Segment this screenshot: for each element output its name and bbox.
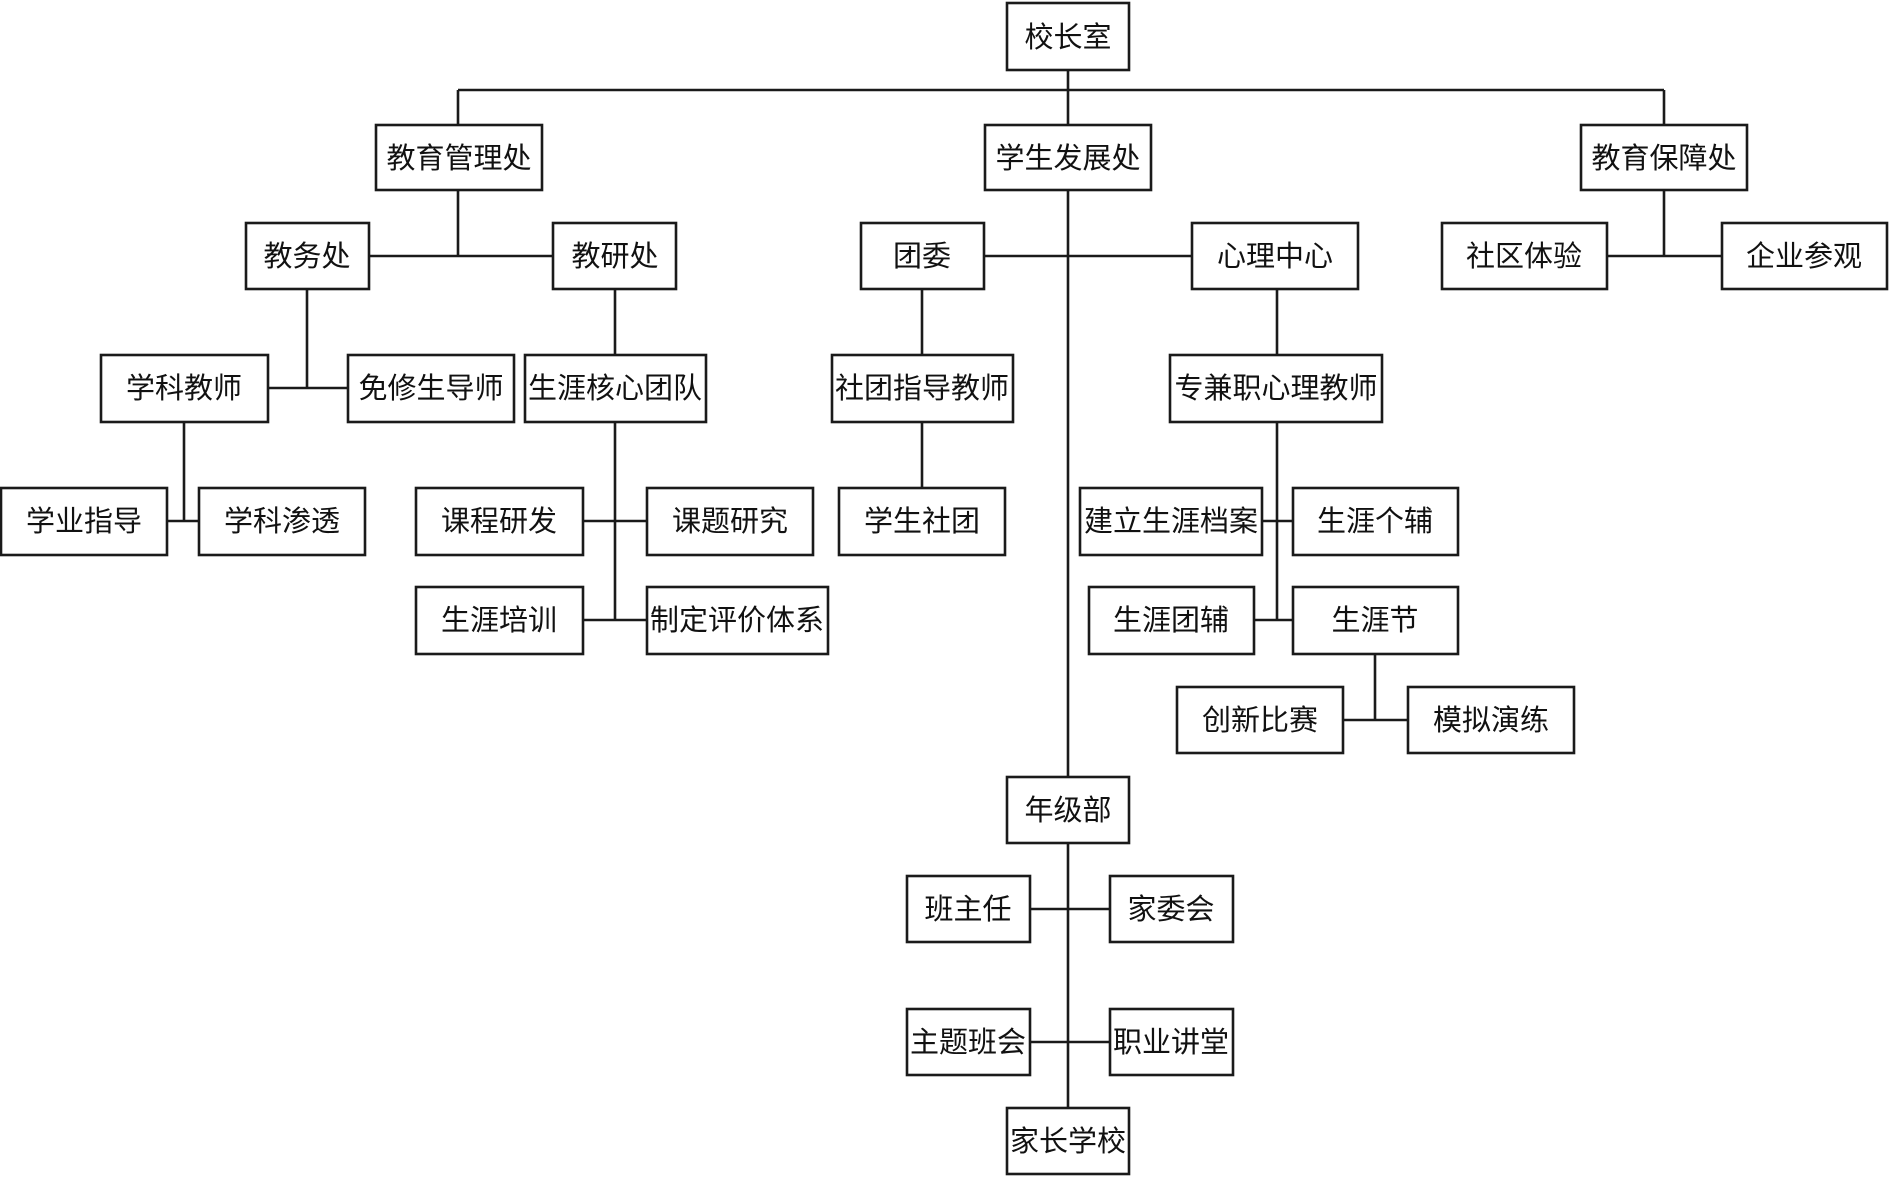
node-career-file: 建立生涯档案 [1078, 486, 1264, 557]
node-label: 学业指导 [26, 504, 142, 538]
node-career-individual: 生涯个辅 [1291, 486, 1460, 557]
node-label: 教育管理处 [386, 141, 531, 175]
node-career-lecture: 职业讲堂 [1108, 1007, 1235, 1077]
node-enterprise-visit: 企业参观 [1720, 221, 1889, 291]
node-career-group: 生涯团辅 [1087, 585, 1256, 656]
node-label: 社团指导教师 [835, 371, 1009, 405]
node-label: 免修生导师 [358, 371, 503, 405]
node-label: 教务处 [263, 239, 350, 273]
node-label: 家委会 [1127, 892, 1214, 926]
node-academic-affairs: 教务处 [244, 221, 371, 291]
node-label: 教育保障处 [1591, 141, 1736, 175]
node-label: 建立生涯档案 [1084, 504, 1258, 538]
node-label: 家长学校 [1010, 1124, 1126, 1158]
node-exempt-student-tutor: 免修生导师 [346, 353, 516, 424]
node-evaluation-system: 制定评价体系 [645, 585, 830, 656]
node-course-development: 课程研发 [414, 486, 585, 557]
node-psych-teacher: 专兼职心理教师 [1168, 353, 1384, 424]
node-grade-department: 年级部 [1005, 775, 1131, 845]
node-subject-teacher: 学科教师 [99, 353, 270, 424]
node-club-advisor: 社团指导教师 [830, 353, 1015, 424]
node-label: 年级部 [1024, 793, 1111, 827]
node-label: 课题研究 [672, 504, 788, 538]
node-education-management: 教育管理处 [374, 123, 544, 192]
node-label: 企业参观 [1746, 239, 1862, 273]
node-label: 课程研发 [441, 504, 557, 538]
node-student-clubs: 学生社团 [837, 486, 1007, 557]
node-label: 学生社团 [864, 504, 980, 538]
node-study-guidance: 学业指导 [0, 486, 169, 557]
node-parent-committee: 家委会 [1108, 874, 1235, 944]
node-student-development: 学生发展处 [983, 123, 1153, 192]
node-label: 生涯团辅 [1113, 603, 1229, 637]
node-label: 教研处 [571, 239, 658, 273]
node-teaching-research: 教研处 [551, 221, 678, 291]
node-education-support: 教育保障处 [1579, 123, 1749, 192]
node-label: 社区体验 [1466, 239, 1582, 273]
node-parent-school: 家长学校 [1005, 1106, 1131, 1176]
node-label: 生涯节 [1331, 603, 1418, 637]
node-career-core-team: 生涯核心团队 [523, 353, 708, 424]
node-label: 校长室 [1024, 20, 1111, 54]
node-label: 生涯培训 [441, 603, 557, 637]
node-principal: 校长室 [1005, 1, 1131, 72]
node-label: 主题班会 [910, 1025, 1026, 1059]
node-label: 模拟演练 [1433, 703, 1549, 737]
node-innovation-contest: 创新比赛 [1175, 685, 1345, 755]
node-youth-league: 团委 [859, 221, 986, 291]
node-label: 学科教师 [126, 371, 242, 405]
node-career-training: 生涯培训 [414, 585, 585, 656]
node-label: 专兼职心理教师 [1174, 371, 1377, 405]
connectors [167, 70, 1722, 1108]
node-psych-center: 心理中心 [1190, 221, 1360, 291]
node-label: 制定评价体系 [650, 603, 824, 637]
node-theme-class-meeting: 主题班会 [905, 1007, 1032, 1077]
node-label: 学生发展处 [995, 141, 1140, 175]
node-subject-infiltration: 学科渗透 [197, 486, 367, 557]
node-label: 班主任 [924, 892, 1011, 926]
node-label: 心理中心 [1217, 239, 1333, 273]
node-simulation-drill: 模拟演练 [1406, 685, 1576, 755]
node-label: 团委 [893, 239, 951, 273]
node-topic-research: 课题研究 [645, 486, 815, 557]
node-label: 职业讲堂 [1113, 1025, 1229, 1059]
node-label: 学科渗透 [224, 504, 340, 538]
node-career-festival: 生涯节 [1291, 585, 1460, 656]
node-label: 生涯核心团队 [528, 371, 702, 405]
node-label: 创新比赛 [1202, 703, 1318, 737]
node-label: 生涯个辅 [1317, 504, 1433, 538]
node-community-experience: 社区体验 [1440, 221, 1609, 291]
node-head-teacher: 班主任 [905, 874, 1032, 944]
